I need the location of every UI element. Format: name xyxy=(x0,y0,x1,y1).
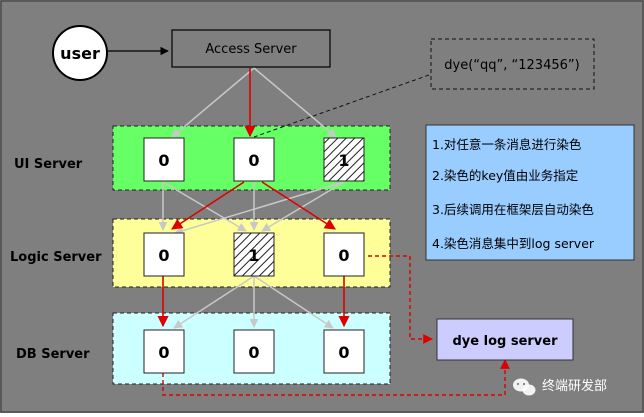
note-3: 3.后续调用在框架层自动染色 xyxy=(432,202,594,217)
watermark-text: 终端研发部 xyxy=(542,378,607,394)
db-node-1-value: 0 xyxy=(158,343,169,362)
note-4: 4.染色消息集中到log server xyxy=(432,236,595,251)
db-tier-label: DB Server xyxy=(16,347,90,362)
ui-node-1 xyxy=(143,137,185,182)
dye-call-box xyxy=(430,38,595,90)
undyed-paths xyxy=(158,67,345,329)
logic-node-2-dyed xyxy=(233,232,275,277)
user-label: user xyxy=(60,44,100,63)
ui-tier-label: UI Server xyxy=(14,157,83,172)
dyed-log-paths xyxy=(162,255,510,396)
ui-node-3-value: 1 xyxy=(338,151,349,170)
note-2: 2.染色的key值由业务指定 xyxy=(432,168,578,183)
dye-call-pointer xyxy=(253,74,430,138)
dye-log-server-label: dye log server xyxy=(452,334,558,349)
db-node-2 xyxy=(233,329,275,374)
db-node-2-value: 0 xyxy=(248,343,259,362)
notes-box xyxy=(425,124,635,261)
note-1: 1.对任意一条消息进行染色 xyxy=(432,137,582,152)
db-node-1 xyxy=(143,329,185,374)
ui-node-2-value: 0 xyxy=(248,151,259,170)
access-server-box xyxy=(171,29,331,68)
logic-tier-label: Logic Server xyxy=(10,250,102,265)
user-node xyxy=(52,25,108,81)
db-node-3-value: 0 xyxy=(338,343,349,362)
dye-log-server-box xyxy=(436,318,574,361)
access-server-label: Access Server xyxy=(205,42,297,57)
logic-node-1 xyxy=(143,232,185,277)
db-node-3 xyxy=(323,329,365,374)
dye-call-label: dye(“qq”, “123456”) xyxy=(444,58,579,73)
wechat-icon xyxy=(513,378,536,396)
watermark: 终端研发部 xyxy=(513,378,607,396)
dyed-paths xyxy=(157,68,350,328)
ui-node-3-dyed xyxy=(323,137,365,182)
ui-node-2 xyxy=(233,137,275,182)
logic-node-3 xyxy=(323,232,365,277)
ui-node-1-value: 0 xyxy=(158,151,169,170)
logic-node-1-value: 0 xyxy=(158,246,169,265)
logic-node-3-value: 0 xyxy=(338,246,349,265)
logic-node-2-value: 1 xyxy=(248,246,259,265)
